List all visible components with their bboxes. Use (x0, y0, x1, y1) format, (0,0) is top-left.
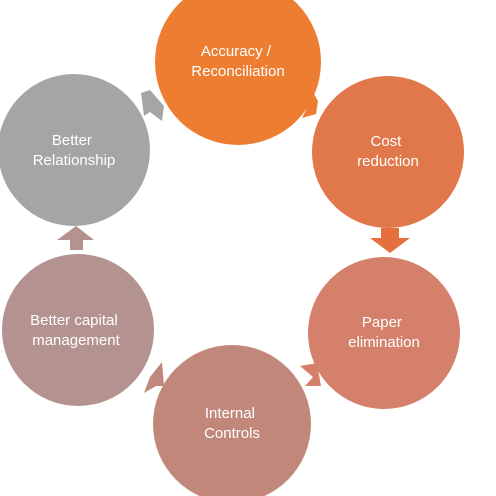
arrow-relationship-to-accuracy (141, 90, 164, 121)
node-paper-line1: Paper (362, 314, 402, 331)
node-paper-line2: elimination (348, 334, 420, 351)
node-relationship-line1: Better (52, 132, 92, 149)
node-relationship: Better Relationship (0, 74, 150, 226)
node-internal: Internal Controls (153, 345, 311, 496)
node-accuracy-circle (155, 0, 321, 145)
node-capital-line2: management (32, 332, 120, 349)
node-accuracy-line2: Reconciliation (191, 63, 284, 80)
arrow-cost-to-paper (370, 228, 410, 253)
node-capital: Better capital management (2, 254, 154, 406)
node-cost-circle (312, 76, 464, 228)
node-relationship-circle (0, 74, 150, 226)
arrow-internal-to-capital (144, 362, 164, 393)
node-cost: Cost reduction (312, 76, 464, 228)
node-internal-line1: Internal (205, 405, 255, 422)
arrow-capital-to-relationship (57, 226, 94, 250)
node-paper: Paper elimination (308, 257, 460, 409)
svg-text:Better capital managemen: Better capital management (30, 312, 122, 349)
node-paper-circle (308, 257, 460, 409)
arrows-layer (57, 87, 410, 393)
arrow-paper-to-internal (300, 363, 321, 386)
svg-text:Internal Controls: Internal Controls (204, 405, 260, 442)
node-capital-line1: Better capital (30, 312, 118, 329)
svg-text:Accuracy / Reconciliatio: Accuracy / Reconciliation (191, 43, 284, 80)
node-internal-line2: Controls (204, 425, 260, 442)
node-cost-line1: Cost (370, 133, 402, 150)
node-capital-circle (2, 254, 154, 406)
node-cost-line2: reduction (357, 153, 419, 170)
svg-text:Paper elimination: Paper elimination (348, 314, 420, 351)
node-accuracy-line1: Accuracy / (201, 43, 272, 60)
node-relationship-line2: Relationship (33, 152, 116, 169)
node-internal-circle (153, 345, 311, 496)
node-accuracy: Accuracy / Reconciliation (155, 0, 321, 145)
svg-text:Better Relationship: Better Relationship (33, 132, 116, 169)
svg-text:Cost reduction: Cost reduction (357, 133, 419, 170)
